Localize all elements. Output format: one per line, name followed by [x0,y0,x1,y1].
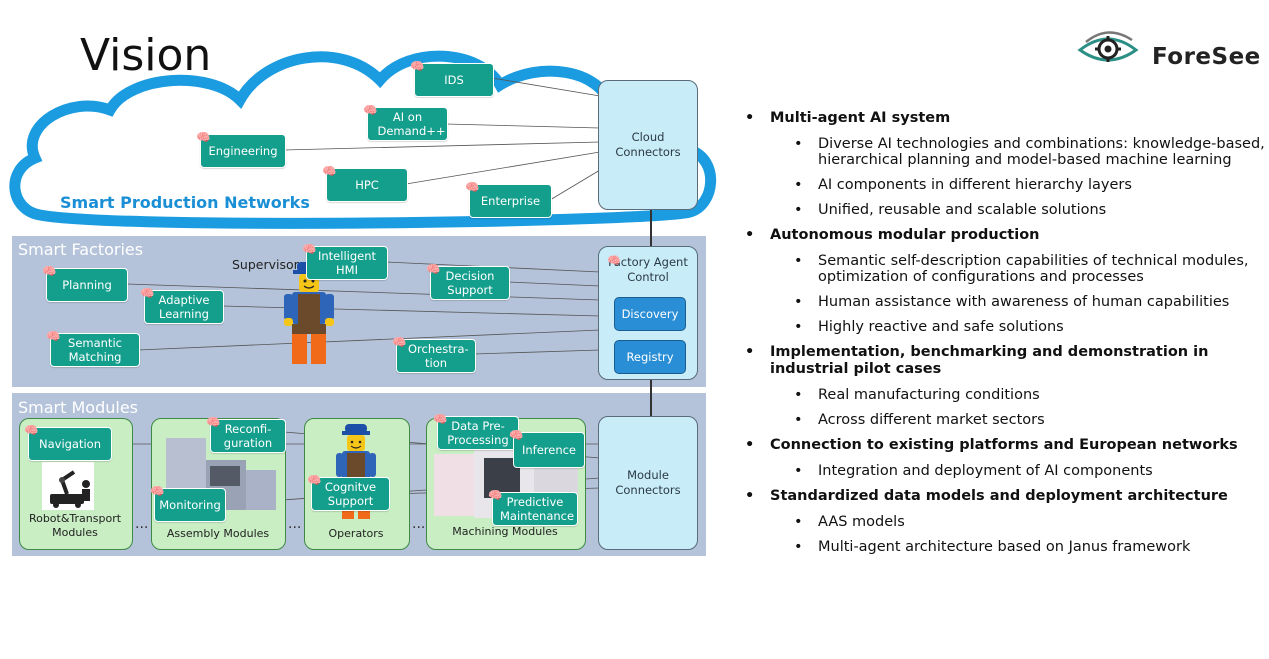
component-decision-support[interactable]: 🧠Decision Support [426,262,510,300]
brain-icon: 🧠 [410,59,425,73]
bullet-group: Autonomous modular productionSemantic se… [745,227,1265,335]
factories-label: Smart Factories [18,240,144,259]
bullet-group: Standardized data models and deployment … [745,488,1265,555]
component-engineering[interactable]: 🧠Engineering [196,130,286,168]
component-predictive-maintenance[interactable]: 🧠Predictive Maintenance [488,488,578,526]
brain-icon: 🧠 [206,415,221,429]
discovery-button[interactable]: Discovery [614,297,686,331]
component-hpc[interactable]: 🧠HPC [322,164,408,202]
brain-icon: 🧠 [363,103,378,117]
brain-icon: 🧠 [42,264,57,278]
component-adaptive-learning[interactable]: 🧠Adaptive Learning [140,286,224,324]
brain-icon: 🧠 [509,428,524,442]
bullet-list: Multi-agent AI systemDiverse AI technolo… [745,110,1265,564]
brain-icon: 🧠 [433,412,448,426]
robot-illustration [42,462,94,510]
module-connectors[interactable]: Module Connectors [598,416,698,550]
cloud-shape [9,50,717,229]
brain-icon: 🧠 [150,484,165,498]
ellipsis-3: ... [412,516,426,532]
brain-icon: 🧠 [488,488,503,502]
bullet-sub-item: AI components in different hierarchy lay… [770,177,1265,193]
component-inference[interactable]: 🧠Inference [509,428,585,468]
brain-icon: 🧠 [140,286,155,300]
ellipsis-2: ... [288,516,302,532]
brain-icon: 🧠 [392,335,407,349]
cloud-connectors[interactable]: Cloud Connectors [598,80,698,210]
brain-icon: 🧠 [24,423,39,437]
component-orchestration[interactable]: 🧠Orchestra-tion [392,335,476,373]
modules-label: Smart Modules [18,398,138,417]
brain-icon: 🧠 [426,262,441,276]
component-intelligent-hmi[interactable]: 🧠Intelligent HMI [302,242,388,280]
component-data-preprocessing[interactable]: 🧠Data Pre-Processing [433,412,519,450]
component-planning[interactable]: 🧠Planning [42,264,128,302]
foresee-logo: ForeSee [1076,24,1266,74]
bullet-sub-item: Unified, reusable and scalable solutions [770,202,1265,218]
bullet-sub-item: Multi-agent architecture based on Janus … [770,539,1265,555]
bullet-group: Multi-agent AI systemDiverse AI technolo… [745,110,1265,218]
bullet-sub-item: Real manufacturing conditions [770,387,1265,403]
caption-assembly: Assembly Modules [166,527,270,540]
caption-robot-transport: Robot&Transport Modules [28,512,122,539]
eye-gear-icon [1077,31,1139,62]
registry-button[interactable]: Registry [614,340,686,374]
brain-icon: 🧠 [465,180,480,194]
bullet-sub-item: Diverse AI technologies and combinations… [770,136,1265,168]
bullet-sub-item: Highly reactive and safe solutions [770,319,1265,335]
brain-icon: 🧠 [46,329,61,343]
component-cognitive-support[interactable]: 🧠Cognitve Support [307,473,390,511]
bullet-sub-item: AAS models [770,514,1265,530]
bullet-sub-item: Human assistance with awareness of human… [770,294,1265,310]
vision-diagram: Smart Production Networks Smart Factorie… [9,50,717,556]
bullet-sub-item: Across different market sectors [770,412,1265,428]
brain-icon: 🧠 [307,473,322,487]
supervisor-label: Supervisor [232,257,299,272]
caption-machining: Machining Modules [452,525,558,538]
caption-operators: Operators [328,527,384,540]
slide-title: Vision [80,30,212,81]
bullet-heading: Implementation, benchmarking and demonst… [745,344,1265,378]
component-ids[interactable]: 🧠IDS [410,59,494,97]
component-enterprise[interactable]: 🧠Enterprise [465,180,552,218]
brain-icon: 🧠 [322,164,337,178]
brain-icon: 🧠 [607,254,621,267]
brain-icon: 🧠 [302,242,317,256]
bullet-heading: Autonomous modular production [745,227,1265,244]
bullet-sub-item: Integration and deployment of AI compone… [770,463,1265,479]
bullet-group: Implementation, benchmarking and demonst… [745,344,1265,428]
component-monitoring[interactable]: 🧠Monitoring [150,484,226,522]
cloud-label: Smart Production Networks [60,193,310,212]
component-semantic-matching[interactable]: 🧠Semantic Matching [46,329,140,367]
logo-text: ForeSee [1152,44,1261,70]
ellipsis-1: ... [135,516,149,532]
component-reconfiguration[interactable]: 🧠Reconfi-guration [206,415,286,453]
bullet-heading: Connection to existing platforms and Eur… [745,437,1265,454]
component-navigation[interactable]: 🧠Navigation [24,423,112,461]
bullet-heading: Multi-agent AI system [745,110,1265,127]
component-ai-on-demand[interactable]: 🧠AI on Demand++ [363,103,448,141]
bullet-group: Connection to existing platforms and Eur… [745,437,1265,479]
bullet-sub-item: Semantic self-description capabilities o… [770,253,1265,285]
brain-icon: 🧠 [196,130,211,144]
bullet-heading: Standardized data models and deployment … [745,488,1265,505]
